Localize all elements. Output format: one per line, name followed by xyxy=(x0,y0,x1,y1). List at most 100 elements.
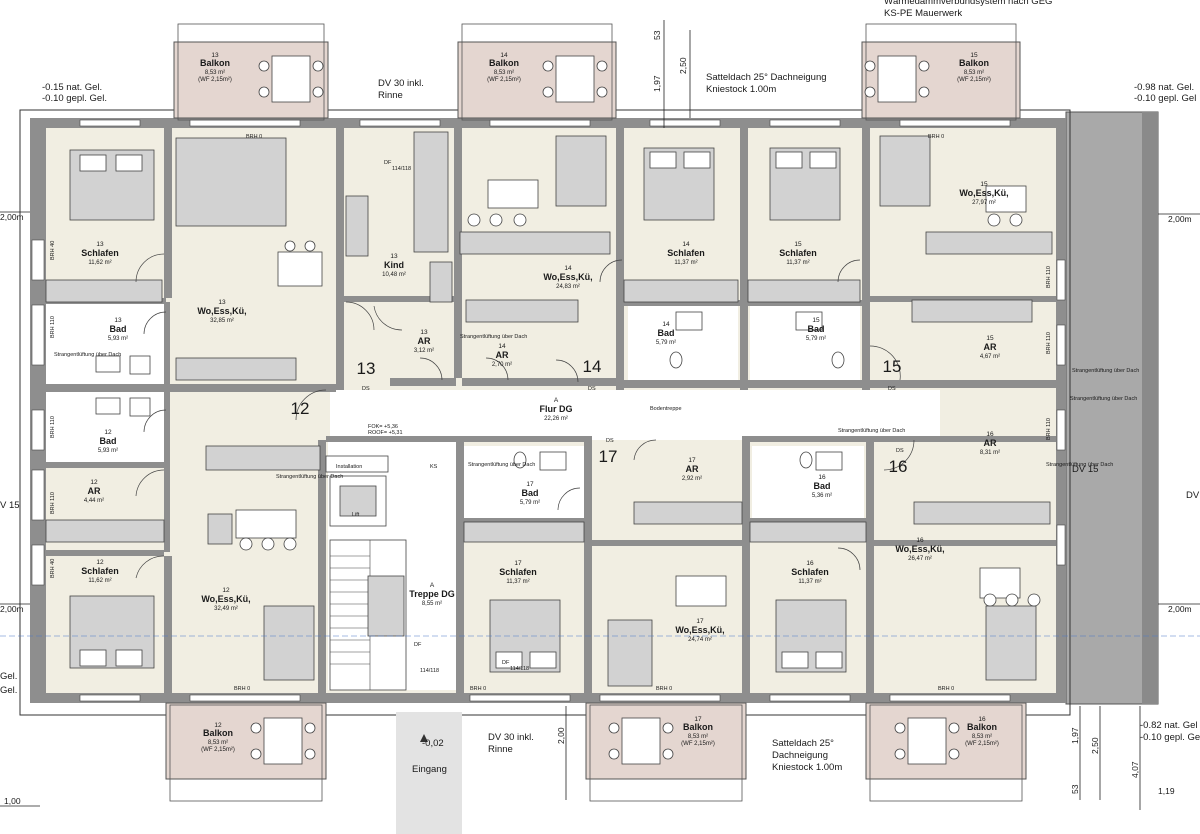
ground-level-note: -0.10 gepl. Gel xyxy=(1140,732,1200,743)
room-name: AR xyxy=(88,486,101,496)
parapet-height-label: BRH 0 xyxy=(234,686,250,692)
room-area: 3,12 m² xyxy=(414,348,434,354)
room-area: 5,93 m² xyxy=(98,448,118,454)
room-name: AR xyxy=(984,438,997,448)
roof-note: Rinne xyxy=(378,90,403,101)
room-number: 12 xyxy=(96,559,104,566)
roof-window-size: 114/118 xyxy=(420,668,439,674)
room-name: AR xyxy=(984,342,997,352)
room-number: 15 xyxy=(980,181,988,188)
room-area: 5,36 m² xyxy=(812,493,832,499)
parapet-height-label: BRH 0 xyxy=(928,134,944,140)
parapet-height-label: BRH 110 xyxy=(50,316,56,338)
room-area: 2,92 m² xyxy=(682,476,702,482)
dimension-label: 4,07 xyxy=(1130,761,1140,778)
room-name: Bad xyxy=(109,324,126,334)
dimension-label: 2,00m xyxy=(1168,604,1192,614)
room-area: 2,70 m² xyxy=(492,362,512,368)
dimension-label: 2,50 xyxy=(678,57,688,74)
ds-label: DS xyxy=(362,386,370,392)
room-number: 15 xyxy=(794,241,802,248)
room-area: 4,67 m² xyxy=(980,354,1000,360)
room-name: Schlafen xyxy=(791,567,829,577)
unit-number: 12 xyxy=(291,399,310,418)
room-name: Wo,Ess,Kü, xyxy=(197,306,246,316)
room-name: Flur DG xyxy=(540,404,573,414)
unit-number: 17 xyxy=(599,447,618,466)
knee-wall-note: Kniestock 1.00m xyxy=(772,762,842,773)
room-name: Treppe DG xyxy=(409,589,455,599)
ventilation-note: Strangentlüftung über Dach xyxy=(838,428,905,434)
ventilation-note: Strangentlüftung über Dach xyxy=(1046,462,1113,468)
room-name: Wo,Ess,Kü, xyxy=(895,544,944,554)
room-number: 16 xyxy=(986,431,994,438)
room-number: 13 xyxy=(420,329,428,336)
balcony-area: 8,53 m² xyxy=(688,734,708,740)
ground-level-note: -0.82 nat. Gel xyxy=(1140,720,1198,731)
balcony-number: 14 xyxy=(500,52,508,59)
room-name: Bad xyxy=(813,481,830,491)
dimension-label: 1,97 xyxy=(652,75,662,92)
ventilation-note: Strangentlüftung über Dach xyxy=(468,462,535,468)
room-name: Bad xyxy=(521,488,538,498)
ventilation-note: Strangentlüftung über Dach xyxy=(54,352,121,358)
balcony-wf: (WF 2,15m²) xyxy=(965,741,999,747)
unit-number: 15 xyxy=(883,357,902,376)
room-name: Bad xyxy=(807,324,824,334)
room-number: 16 xyxy=(806,560,814,567)
room-number: 14 xyxy=(682,241,690,248)
roof-window-size: 114/118 xyxy=(392,166,411,172)
room-area: 11,37 m² xyxy=(506,579,529,585)
room-number: 14 xyxy=(564,265,572,272)
room-area: 8,55 m² xyxy=(422,601,442,607)
roof-pitch-note: Satteldach 25° xyxy=(772,738,834,749)
room-number: 16 xyxy=(818,474,826,481)
room-area: 32,49 m² xyxy=(214,606,238,612)
ventilation-note: Strangentlüftung über Dach xyxy=(276,474,343,480)
room-name: Schlafen xyxy=(499,567,537,577)
unit-number: 16 xyxy=(889,457,908,476)
roof-note: V 15 xyxy=(0,500,20,511)
room-area: 5,79 m² xyxy=(520,500,540,506)
room-number: 13 xyxy=(218,299,226,306)
entrance-label: Eingang xyxy=(412,764,447,775)
furniture xyxy=(45,131,1053,691)
ventilation-note: Strangentlüftung über Dach xyxy=(1072,368,1139,374)
parapet-height-label: BRH 110 xyxy=(50,492,56,514)
ds-label: DS xyxy=(588,386,596,392)
room-name: Wo,Ess,Kü, xyxy=(959,188,1008,198)
room-number: A xyxy=(430,582,435,589)
ventilation-note: Strangentlüftung über Dach xyxy=(1070,396,1137,402)
balcony-name: Balkon xyxy=(967,722,997,732)
entrance-area xyxy=(396,712,462,834)
balcony-area: 8,53 m² xyxy=(205,70,225,76)
balcony-wf: (WF 2,15m²) xyxy=(957,77,991,83)
room-number: 14 xyxy=(662,321,670,328)
room-name: Wo,Ess,Kü, xyxy=(201,594,250,604)
ground-level-note: -0.15 nat. Gel. xyxy=(42,82,102,93)
balcony-area: 8,53 m² xyxy=(964,70,984,76)
dimension-label: 1,97 xyxy=(1070,727,1080,744)
room-number: 15 xyxy=(986,335,994,342)
parapet-height-label: BRH 0 xyxy=(470,686,486,692)
interior-walls xyxy=(46,128,1056,693)
dimension-label: 2,50 xyxy=(1090,737,1100,754)
room-area: 5,79 m² xyxy=(806,336,826,342)
lift-label: Lift xyxy=(352,512,360,518)
roof-pitch-note: Satteldach 25° Dachneigung xyxy=(706,72,827,83)
ds-label: DS xyxy=(896,448,904,454)
room-number: 13 xyxy=(390,253,398,260)
roof-note: DV 15 xyxy=(1072,464,1098,475)
room-number: 16 xyxy=(916,537,924,544)
room-name: AR xyxy=(418,336,431,346)
balcony-number: 16 xyxy=(978,716,986,723)
room-number: A xyxy=(554,397,559,404)
parapet-height-label: BRH 40 xyxy=(50,559,56,578)
room-number: 13 xyxy=(96,241,104,248)
balcony-furniture xyxy=(250,55,960,765)
parapet-height-label: BRH 40 xyxy=(50,241,56,260)
room-name: AR xyxy=(496,350,509,360)
roof-note: DV 30 inkl. xyxy=(378,78,424,89)
unit-number: 13 xyxy=(357,359,376,378)
